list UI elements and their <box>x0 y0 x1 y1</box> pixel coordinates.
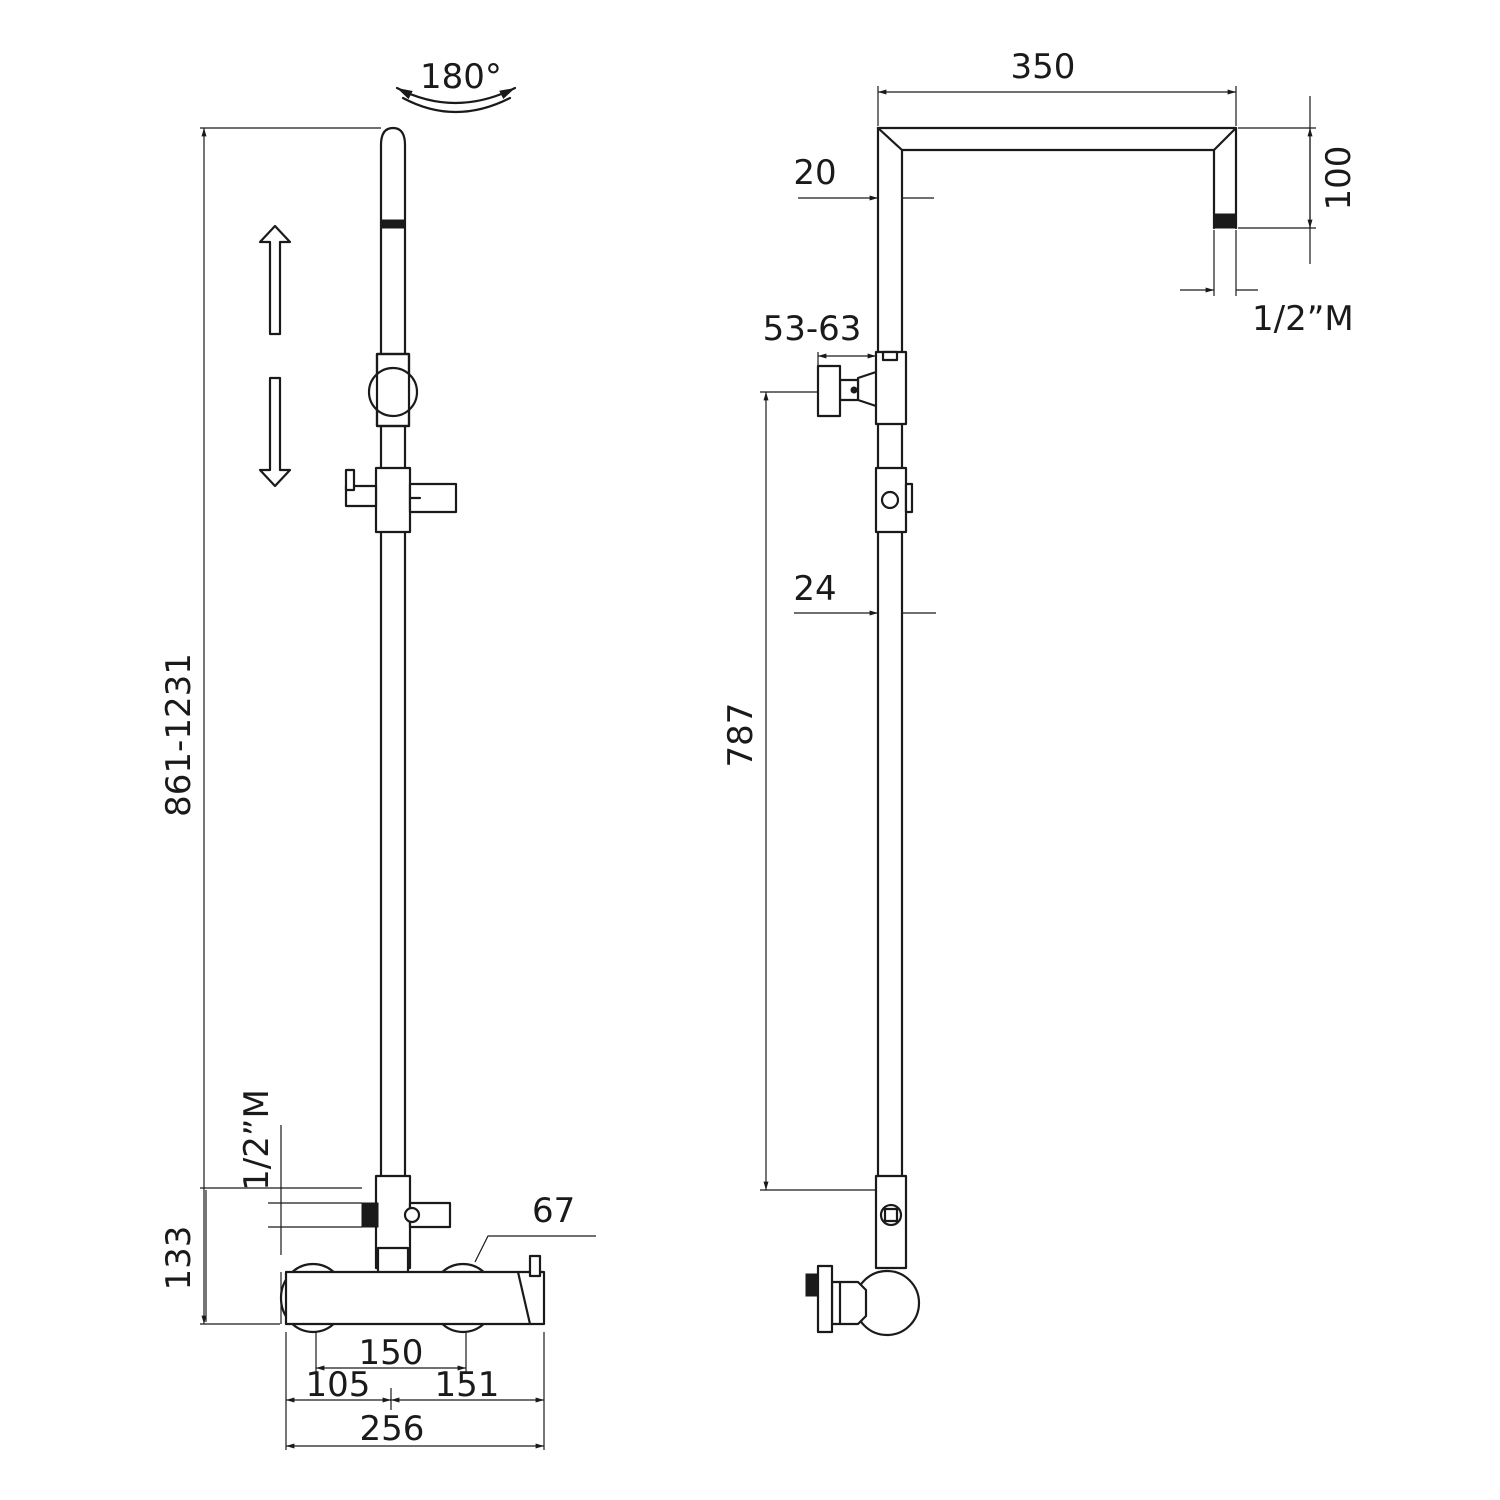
lever-length-label: 67 <box>532 1191 575 1231</box>
side-top-collar <box>816 350 908 426</box>
side-lever-knob <box>805 1273 819 1297</box>
rotation-label: 180° <box>420 57 502 97</box>
dim-riser-length: 787 <box>721 391 876 1191</box>
overall-width-label: 256 <box>360 1409 425 1449</box>
dim-arm-tube: 20 <box>793 153 934 201</box>
front-top-collar <box>367 352 419 428</box>
arrow-down-icon <box>258 376 292 488</box>
side-view: 350 100 20 1/2”M 53-63 <box>721 47 1359 1337</box>
front-riser-tube <box>379 126 407 1182</box>
front-lever-handle <box>528 1254 542 1278</box>
valve-height-label: 133 <box>159 1226 199 1291</box>
arm-tube-label: 20 <box>793 153 836 193</box>
dim-front-inlet: 1/2”M <box>237 1089 362 1255</box>
front-view: 180° 861-1231 133 1/2”M <box>159 57 596 1450</box>
rotation-indicator: 180° <box>395 57 517 113</box>
dim-side-outlet: 1/2”M <box>1180 230 1354 339</box>
centers-label: 150 <box>359 1333 424 1373</box>
dim-arm-drop: 100 <box>1238 96 1359 264</box>
arm-drop-label: 100 <box>1319 146 1359 211</box>
riser-length-label: 787 <box>721 703 761 768</box>
dim-holder: 53-63 <box>763 309 876 366</box>
front-hose-outlet <box>361 1202 379 1228</box>
side-slider-holder <box>874 466 914 534</box>
side-arm-riser <box>876 126 1238 1182</box>
holder-label: 53-63 <box>763 309 862 349</box>
dim-total-height: 861-1231 <box>159 127 381 1324</box>
dim-valve-height: 133 <box>159 1187 362 1325</box>
front-riser-top-ring <box>380 219 406 229</box>
side-outlet-label: 1/2”M <box>1252 299 1354 339</box>
arrow-up-icon <box>258 224 292 336</box>
front-mixer-body <box>279 1254 546 1334</box>
dim-lever: 67 <box>474 1191 596 1263</box>
dim-arm-length: 350 <box>877 47 1237 126</box>
total-height-label: 861-1231 <box>159 653 199 817</box>
arm-length-label: 350 <box>1011 47 1076 87</box>
side-arm-outlet <box>1213 213 1237 229</box>
side-diverter <box>874 1174 908 1270</box>
front-slider-holder <box>344 466 458 534</box>
left-width-label: 105 <box>306 1365 371 1405</box>
front-inlet-label: 1/2”M <box>237 1089 277 1191</box>
right-width-label: 151 <box>435 1365 500 1405</box>
dim-riser-tube: 24 <box>793 569 936 616</box>
height-adjust-arrows <box>258 224 292 488</box>
side-mixer-end <box>805 1264 921 1337</box>
dim-base-widths: 150 105 151 256 <box>285 1332 545 1450</box>
front-diverter <box>361 1174 452 1278</box>
riser-tube-label: 24 <box>793 569 836 609</box>
